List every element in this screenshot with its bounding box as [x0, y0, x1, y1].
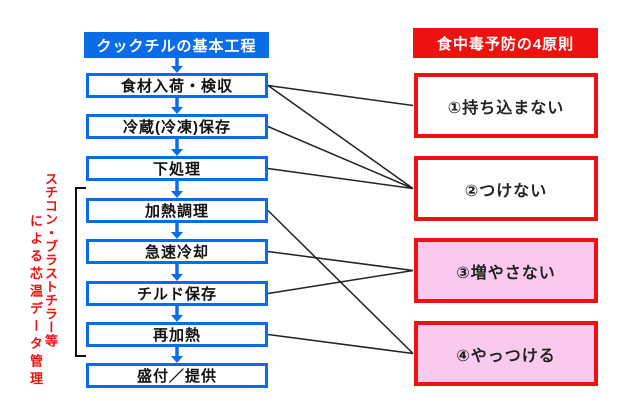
left-column-header: クックチルの基本工程 — [84, 32, 269, 58]
flow-step-rapid-chill: 急速冷却 — [86, 239, 268, 264]
flow-arrow-head — [171, 149, 183, 156]
flow-step-reheat: 再加熱 — [86, 322, 268, 347]
side-note-line-2: による芯温データ管理 — [28, 214, 43, 389]
principle-box-4: ④やっつける — [414, 321, 598, 386]
connection-line — [267, 250, 414, 272]
connection-line — [267, 84, 414, 107]
flow-step-heat-cooking: 加熱調理 — [86, 198, 268, 223]
flow-arrow-head — [171, 315, 183, 322]
connection-line — [267, 125, 414, 190]
flow-step-receiving: 食材入荷・検収 — [86, 73, 268, 98]
flow-arrow-head — [171, 356, 183, 363]
connection-line — [267, 269, 414, 295]
flow-arrow-head — [171, 191, 183, 198]
principle-box-3: ③増やさない — [414, 238, 598, 303]
connection-line — [267, 209, 414, 355]
right-column-header: 食中毒予防の4原則 — [413, 28, 598, 58]
flow-step-serving: 盛付／提供 — [86, 363, 268, 388]
flow-step-cold-storage: 冷蔵(冷凍)保存 — [86, 114, 268, 139]
connection-line — [267, 84, 414, 190]
flow-arrow-head — [171, 66, 183, 73]
flow-step-chilled-storage: チルド保存 — [86, 281, 268, 306]
principle-box-1: ①持ち込まない — [414, 73, 598, 138]
connection-line — [267, 167, 414, 190]
principle-box-2: ②つけない — [414, 156, 598, 221]
flow-arrow-head — [171, 274, 183, 281]
side-note-line-1: スチコン・ブラストチラー等 — [43, 172, 58, 348]
flow-arrow-head — [171, 107, 183, 114]
core-temp-bracket — [75, 187, 86, 357]
connection-line — [267, 333, 414, 355]
flow-arrow-head — [171, 232, 183, 239]
flow-step-prep: 下処理 — [86, 156, 268, 181]
